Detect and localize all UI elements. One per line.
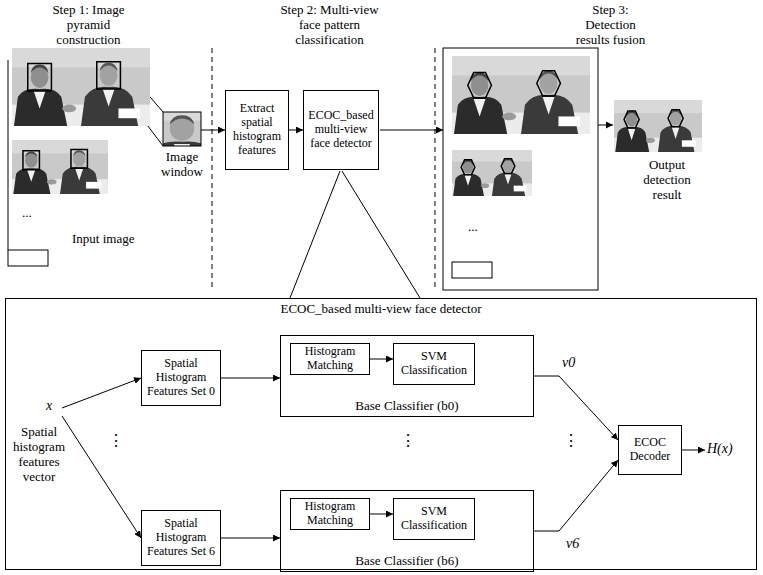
signal-label: v0 [562, 355, 575, 371]
image-window-frame [163, 112, 201, 146]
group-box: ECOC_based multi-view face detectorSpati… [5, 298, 757, 570]
annotation: ⋮ [563, 432, 583, 450]
annotation: Output detection result [632, 158, 702, 203]
annotation: Image window [152, 150, 212, 180]
pyramid-level [8, 250, 48, 266]
group-title: Base Classifier (b6) [281, 554, 533, 569]
zoom-line [290, 171, 340, 298]
group-box: Base Classifier (b0) Histogram Matching SV… [280, 335, 534, 417]
annotation: x [46, 398, 66, 414]
process-box: SVM Classification [393, 343, 475, 385]
group-title: ECOC_based multi-view face detector [6, 302, 756, 317]
process-box: Spatial Histogram Features Set 0 [141, 350, 221, 406]
flow-arrow [201, 130, 225, 131]
connector-arrow [534, 460, 618, 531]
annotation: Spatial histogram features vector [2, 425, 76, 485]
box-text: Spatial Histogram Features Set 0 [145, 357, 217, 398]
output-photo [614, 100, 702, 152]
connector-arrow [370, 514, 393, 515]
flow-arrow [682, 450, 705, 451]
flow-arrow [62, 378, 141, 408]
annotation: Input image [72, 232, 162, 247]
input-photo [12, 48, 150, 126]
connector-arrow [534, 376, 618, 440]
annotation: ... [22, 206, 62, 221]
box-text: Spatial Histogram Features Set 6 [145, 517, 217, 558]
box-text: Extract spatial histogram features [229, 102, 285, 157]
box-text: SVM Classification [397, 350, 471, 378]
signal-label: v6 [566, 536, 579, 552]
flow-arrow [62, 416, 141, 538]
divider-line [435, 48, 436, 290]
process-box: Histogram Matching [290, 343, 370, 375]
box-text: ECOC Decoder [622, 436, 678, 464]
annotation: H(x) [707, 441, 747, 457]
group-box: Base Classifier (b6) Histogram Matching SV… [280, 490, 534, 572]
annotation: ⋮ [400, 432, 420, 450]
step-heading: Step 2: Multi-view face pattern classifi… [272, 3, 387, 48]
pyramid-frame [8, 60, 9, 250]
flow-arrow [380, 130, 443, 131]
step-heading: Step 3: Detection results fusion [568, 3, 653, 48]
connector-arrow [370, 359, 393, 360]
box-text: ECOC_based multi-view face detector [307, 109, 375, 150]
process-box: Extract spatial histogram features [225, 90, 289, 170]
box-text: Histogram Matching [294, 500, 366, 528]
box-text: SVM Classification [397, 505, 471, 533]
image-window-photo [49, 99, 239, 184]
connector-arrow [221, 538, 280, 539]
annotation: ... [468, 220, 508, 235]
divider-line [212, 48, 213, 290]
step-heading: Step 1: Image pyramid construction [46, 3, 131, 48]
process-box: SVM Classification [393, 498, 475, 540]
process-box: ECOC Decoder [618, 425, 682, 475]
result-photo [452, 56, 590, 134]
flow-arrow [598, 125, 613, 126]
zoom-line [342, 171, 420, 298]
box-text: Histogram Matching [294, 345, 366, 373]
pyramid-level [452, 262, 492, 278]
process-box: ECOC_based multi-view face detector [303, 90, 379, 170]
result-photo [452, 150, 532, 196]
annotation: ⋮ [108, 432, 128, 450]
input-photo [12, 140, 108, 194]
connector-arrow [289, 130, 303, 131]
connector-arrow [221, 378, 280, 379]
result-panel [443, 48, 598, 290]
process-box: Spatial Histogram Features Set 6 [141, 510, 221, 566]
group-title: Base Classifier (b0) [281, 399, 533, 414]
process-box: Histogram Matching [290, 498, 370, 530]
